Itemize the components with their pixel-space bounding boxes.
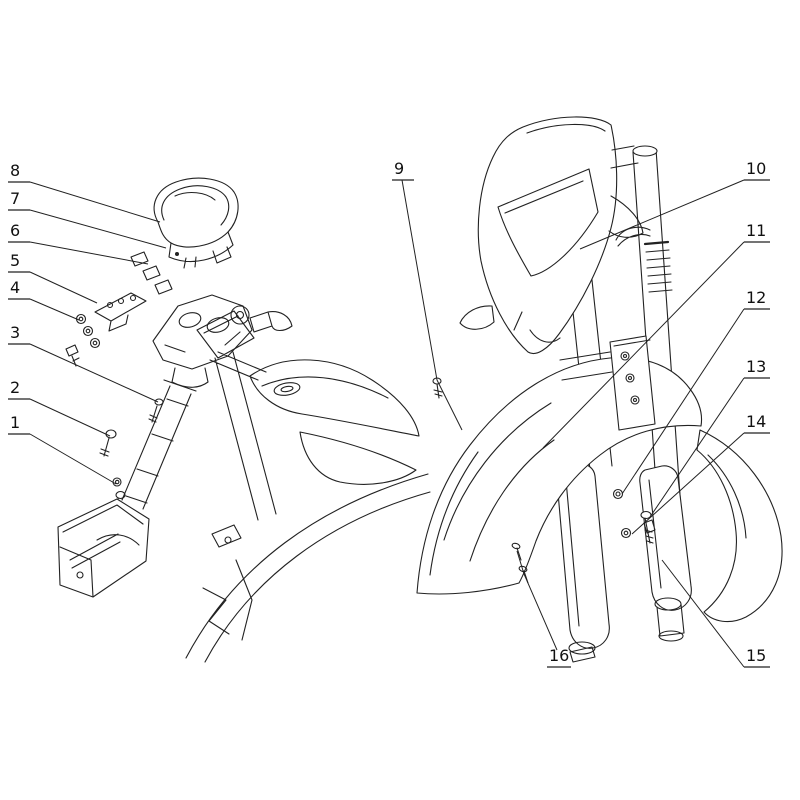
fork-cap-right	[632, 145, 658, 157]
callout-leader-2	[29, 398, 111, 437]
callout-number-1: 1	[10, 413, 20, 432]
stem-bolt-3	[148, 398, 164, 423]
callout-1: 1	[8, 413, 117, 485]
callout-14: 14	[631, 412, 770, 535]
speedometer-body	[153, 177, 239, 248]
callout-number-7: 7	[10, 189, 20, 208]
callout-leader-9	[401, 179, 463, 431]
fender-right-blade	[696, 429, 783, 623]
lower-triple-clamp-details	[559, 339, 651, 405]
nut-12	[612, 488, 624, 500]
washer-bolt-stack	[65, 313, 101, 367]
callout-number-10: 10	[746, 159, 766, 178]
callout-number-14: 14	[746, 412, 766, 431]
callout-leader-15	[661, 559, 745, 668]
lower-triple-clamp	[609, 335, 656, 431]
callout-number-5: 5	[10, 251, 20, 270]
callout-number-15: 15	[746, 646, 766, 665]
steering-stem	[121, 379, 197, 510]
callout-10: 10	[579, 159, 770, 250]
callout-4: 4	[8, 278, 80, 321]
callout-number-9: 9	[394, 159, 404, 178]
callout-9: 9	[392, 159, 463, 431]
callout-leader-7	[29, 209, 167, 249]
lower-bracket-details	[59, 504, 144, 598]
callout-leader-1	[29, 433, 117, 485]
callout-13: 13	[649, 357, 770, 518]
lower-bracket-hole	[76, 571, 84, 579]
frame	[185, 310, 431, 663]
bracket-hole	[117, 297, 125, 305]
callout-leader-16	[516, 550, 558, 651]
callout-leader-14	[631, 432, 745, 535]
callout-number-3: 3	[10, 323, 20, 342]
callout-number-16: 16	[549, 646, 569, 665]
callout-number-8: 8	[10, 161, 20, 180]
callout-15: 15	[661, 559, 770, 668]
callout-3: 3	[8, 323, 159, 403]
callout-11: 11	[542, 221, 770, 449]
callout-6: 6	[8, 221, 149, 265]
handlebar-clamp-details	[164, 305, 293, 388]
callout-leader-3	[29, 343, 159, 403]
callout-leader-6	[29, 241, 149, 265]
callout-16: 16	[516, 550, 571, 668]
bracket-hole	[106, 301, 114, 309]
speedometer-cable-dot	[175, 252, 179, 256]
front-fork-assembly	[416, 116, 783, 663]
fender-right-blade-ridge	[707, 454, 747, 539]
callout-5: 5	[8, 251, 98, 304]
handlebar-clamp	[152, 294, 253, 370]
callout-leader-8	[29, 181, 161, 223]
callout-leader-4	[29, 298, 80, 321]
clamp-bolt-1	[110, 477, 126, 515]
rubber-damper-set	[130, 251, 173, 295]
steering-instrument-assembly	[57, 177, 431, 663]
fork-slider-right	[639, 465, 692, 611]
callout-12: 12	[621, 288, 770, 495]
washer-14	[620, 527, 632, 539]
shroud-vent	[273, 382, 301, 396]
screw-16-a	[511, 542, 521, 550]
bracket-hole	[129, 294, 137, 302]
callout-7: 7	[8, 189, 167, 249]
callout-number-12: 12	[746, 288, 766, 307]
callout-leader-5	[29, 271, 98, 304]
callout-leader-10	[579, 179, 745, 250]
fork-slider-left	[556, 463, 610, 649]
screw-16-b	[518, 565, 528, 573]
headlight-mask	[477, 116, 618, 354]
callout-number-11: 11	[746, 221, 766, 240]
callout-2: 2	[8, 378, 111, 437]
callout-leader-13	[649, 377, 745, 518]
callout-leader-11	[542, 241, 745, 449]
callout-8: 8	[8, 161, 161, 223]
bolt-13-head	[640, 510, 652, 520]
ignition-switch	[230, 305, 250, 325]
callout-leader-12	[621, 308, 745, 495]
headlight-mask-details	[459, 123, 651, 343]
fender-ridges	[429, 402, 555, 576]
lower-bracket	[57, 498, 150, 598]
diagram-line-art	[57, 116, 783, 663]
screw-9	[433, 383, 443, 399]
callout-number-13: 13	[746, 357, 766, 376]
callout-number-2: 2	[10, 378, 20, 397]
clamp-bolt-2	[99, 429, 117, 457]
bolt-13	[644, 517, 654, 544]
speedometer-details	[161, 185, 234, 269]
callout-number-6: 6	[10, 221, 20, 240]
callout-number-4: 4	[10, 278, 20, 297]
